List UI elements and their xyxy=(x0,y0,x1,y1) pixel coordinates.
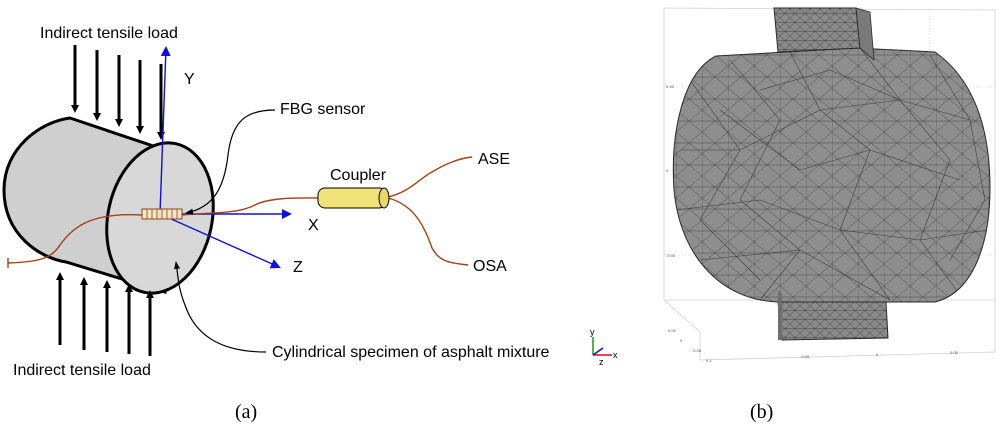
z-axis-line xyxy=(159,213,281,269)
tick-label: 0.05 xyxy=(950,350,959,355)
tick-label: 0 xyxy=(876,352,879,357)
specimen-leader xyxy=(174,261,267,353)
panel-b: 0.05 0 -0.05 0.05 0 -0.05 0 0.05 -0.05 0… xyxy=(663,7,996,423)
panel-a: Y X Z FBG sensor xyxy=(2,25,618,423)
tick-label: 0.1 xyxy=(706,358,712,363)
tick-label: 0.05 xyxy=(666,84,675,89)
y-axis-line xyxy=(159,46,171,215)
tick-label: 0.05 xyxy=(668,328,677,333)
mini-axis-x: x xyxy=(613,350,618,360)
y-axis-label: Y xyxy=(184,71,195,88)
bottom-load-label: Indirect tensile load xyxy=(13,362,151,379)
top-load-arrows xyxy=(71,45,165,140)
x-axis-label: X xyxy=(308,217,319,234)
fbg-sensor-label: FBG sensor xyxy=(280,101,366,118)
tick-label: -0.05 xyxy=(692,348,702,353)
mini-axis-y: y xyxy=(590,327,595,337)
tick-label: -0.05 xyxy=(800,354,810,359)
bottom-load-arrows xyxy=(56,272,154,356)
osa-label: OSA xyxy=(473,258,507,275)
z-axis-label: Z xyxy=(293,259,303,276)
tick-label: 0 xyxy=(666,168,669,173)
fbg-sensor-leader xyxy=(185,109,276,215)
ase-label: ASE xyxy=(478,151,510,168)
tick-label: -0.05 xyxy=(666,253,676,258)
caption-b: (b) xyxy=(750,401,773,423)
caption-a: (a) xyxy=(235,401,257,423)
tick-labels: 0.05 0 -0.05 0.05 0 -0.05 0 0.05 -0.05 0… xyxy=(666,84,959,363)
coupler-label: Coupler xyxy=(330,167,387,184)
specimen-label: Cylindrical specimen of asphalt mixture xyxy=(272,344,550,361)
coupler xyxy=(317,187,390,209)
mini-axis-z: z xyxy=(599,357,604,367)
fbg-sensor-grating xyxy=(141,208,183,220)
mini-axis-triad: y x z xyxy=(590,327,618,367)
tick-label: 0 xyxy=(680,338,683,343)
optical-fiber xyxy=(7,156,473,268)
top-load-label: Indirect tensile load xyxy=(40,25,178,42)
mesh-model xyxy=(672,7,991,341)
